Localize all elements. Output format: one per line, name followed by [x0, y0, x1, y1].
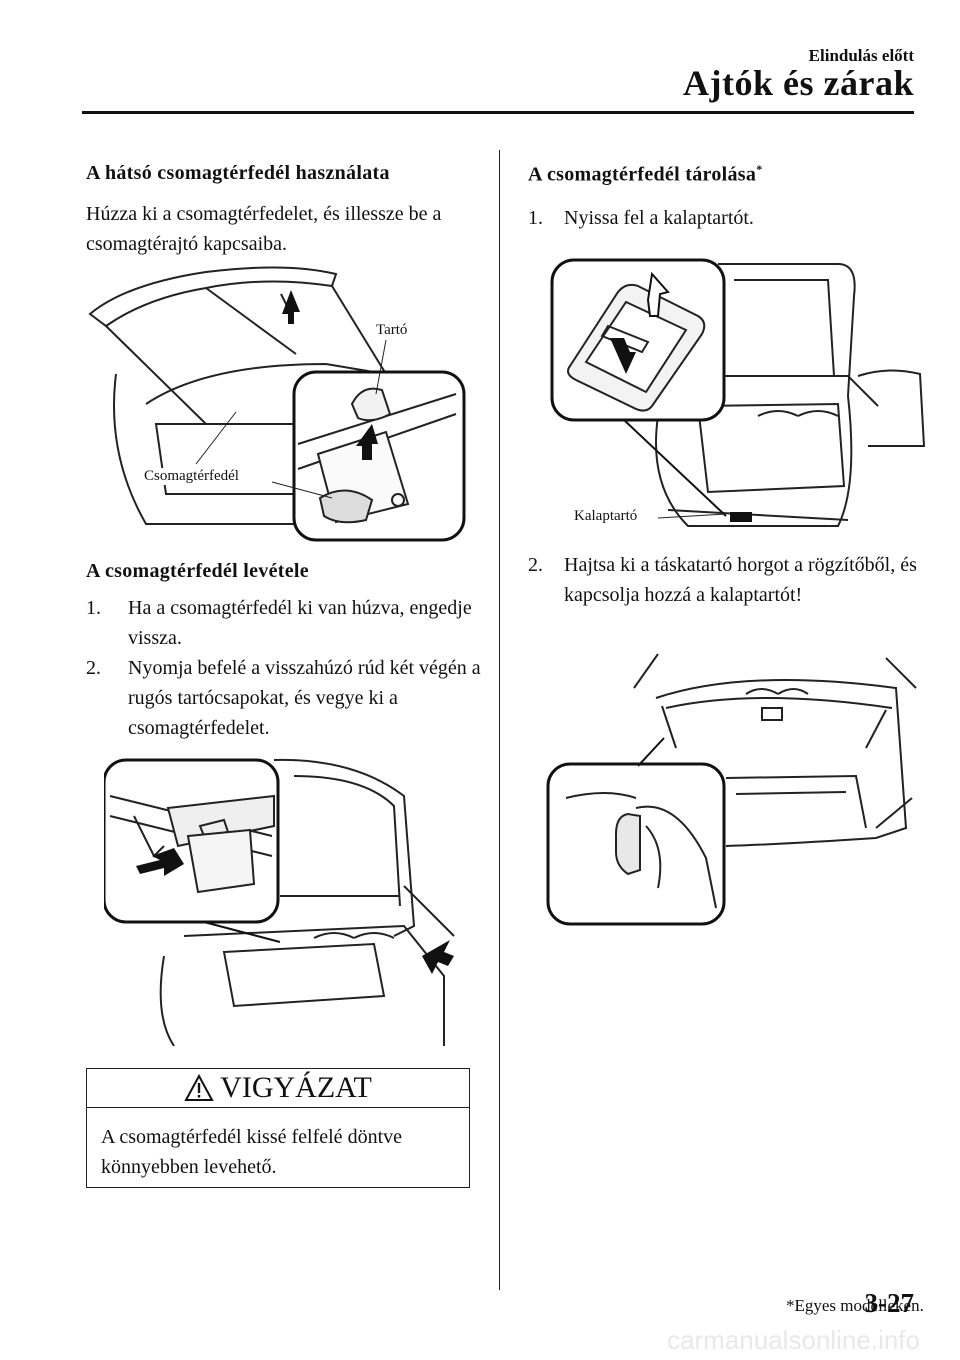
step-number: 2. [86, 657, 101, 679]
callout-csomagterfedel: Csomagtérfedél [142, 468, 241, 485]
warning-title: VIGYÁZAT [220, 1071, 372, 1104]
heading-storage-text: A csomagtérfedél tárolása [528, 163, 757, 186]
watermark: carmanualsonline.info [667, 1325, 920, 1355]
section-title: Elindulás előtt [808, 46, 914, 65]
list-item: 1. Nyissa fel a kalaptartót. [528, 203, 928, 233]
figure-parcel-shelf-hook [546, 653, 917, 926]
warning-triangle-icon [184, 1074, 214, 1101]
step-number: 1. [528, 206, 543, 229]
chapter-title: Ajtók és zárak [683, 63, 914, 103]
step-number: 2. [528, 554, 543, 576]
figure-parcel-shelf-open [550, 258, 926, 527]
step-text: Ha a csomagtérfedél ki van húzva, engedj… [128, 597, 472, 649]
heading-storage: A csomagtérfedél tárolása* [528, 162, 928, 187]
para-usage: Húzza ki a csomagtérfedelet, és illessze… [86, 203, 442, 255]
right-column-step2: 2. Hajtsa ki a táskatartó horgot a rögzí… [528, 550, 928, 610]
figure-cover-install [88, 266, 466, 542]
storage-step-1: 1. Nyissa fel a kalaptartót. [528, 203, 928, 233]
warning-header: VIGYÁZAT [87, 1069, 469, 1108]
figure-cover-removal [104, 758, 455, 1046]
callout-tarto: Tartó [374, 322, 410, 339]
callout-kalaptarto: Kalaptartó [572, 508, 640, 525]
heading-usage: A hátsó csomagtérfedél használata [86, 162, 390, 184]
removal-steps: 1. Ha a csomagtérfedél ki van húzva, eng… [86, 593, 481, 743]
heading-removal: A csomagtérfedél levétele [86, 560, 309, 582]
step-text: Hajtsa ki a táskatartó horgot a rögzítőb… [564, 554, 917, 606]
list-item: 2. Nyomja befelé a visszahúzó rúd két vé… [86, 653, 481, 743]
left-column-top: A hátsó csomagtérfedél használata Húzza … [86, 162, 476, 259]
header-rule [82, 111, 914, 114]
step-text: Nyomja befelé a visszahúzó rúd két végén… [128, 657, 481, 739]
warning-box: VIGYÁZAT A csomagtérfedél kissé felfelé … [86, 1068, 470, 1188]
right-column-top: A csomagtérfedél tárolása* 1. Nyissa fel… [528, 162, 928, 233]
list-item: 1. Ha a csomagtérfedél ki van húzva, eng… [86, 593, 481, 653]
footnote: *Egyes modelleken. [786, 1296, 924, 1315]
left-column-removal: A csomagtérfedél levétele 1. Ha a csomag… [86, 560, 481, 743]
page-number: 3-27 [864, 1288, 915, 1318]
step-text: Nyissa fel a kalaptartót. [564, 206, 754, 229]
warning-text: A csomagtérfedél kissé felfelé döntve kö… [101, 1126, 402, 1178]
step-number: 1. [86, 597, 101, 619]
list-item: 2. Hajtsa ki a táskatartó horgot a rögzí… [528, 550, 928, 610]
column-divider [499, 150, 500, 1290]
footnote-mark: * [756, 162, 763, 176]
